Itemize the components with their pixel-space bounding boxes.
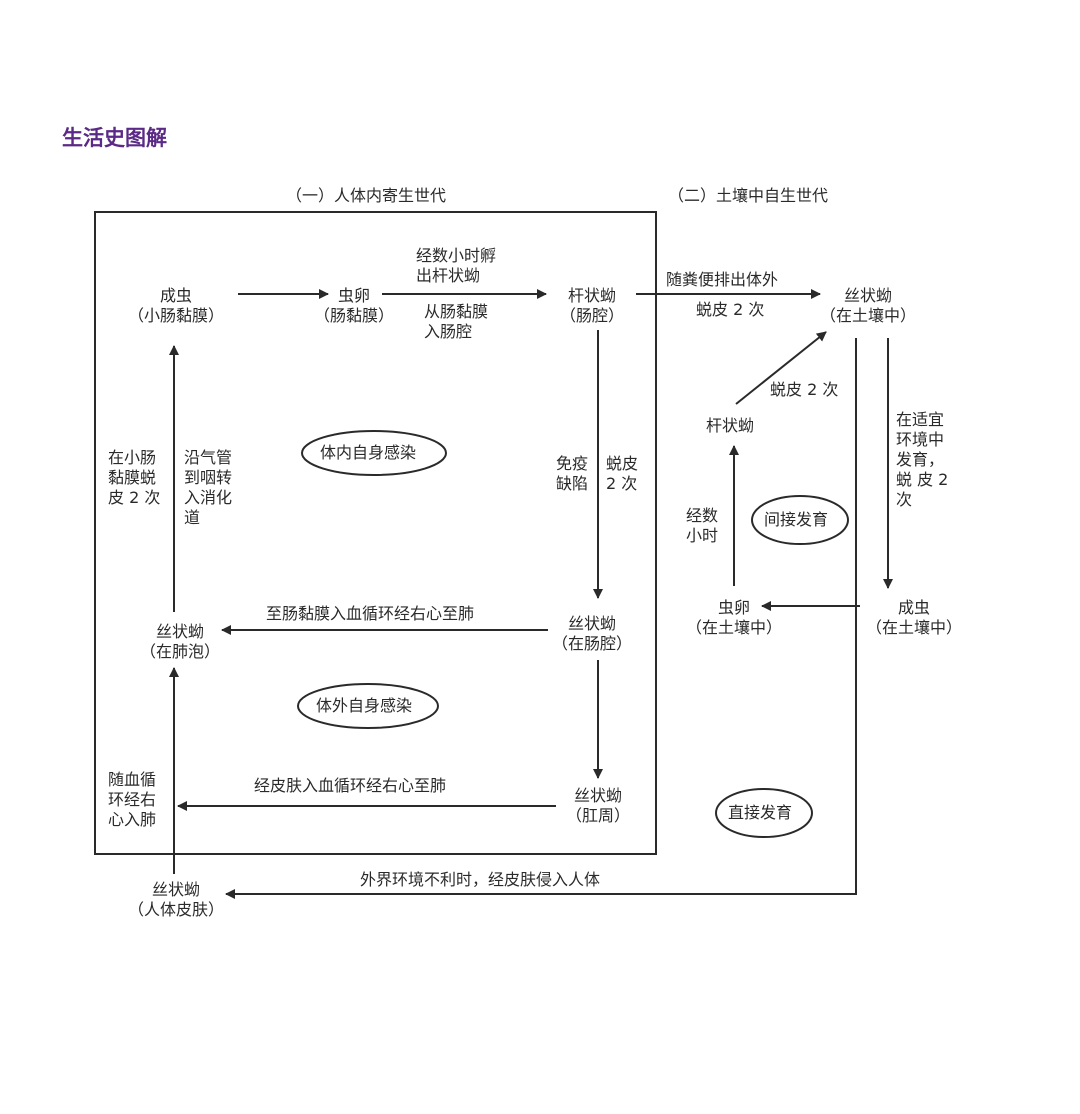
- oval-indirect: [751, 495, 849, 545]
- label-into-lumen: 从肠黏膜 入肠腔: [424, 302, 489, 341]
- label-blood-lung: 随血循 环经右 心入肺: [108, 770, 157, 829]
- label-immune: 免疫 缺陷: [556, 454, 589, 493]
- oval-external-auto: [297, 683, 439, 729]
- node-adult-soil: 成虫 （在土壤中）: [866, 598, 963, 637]
- oval-internal-auto: [301, 430, 447, 476]
- label-skin-invade: 外界环境不利时，经皮肤侵入人体: [360, 870, 601, 889]
- node-filariform-lumen: 丝状蚴 （在肠腔）: [552, 614, 633, 653]
- node-filariform-perianal: 丝状蚴 （肛周）: [566, 786, 631, 825]
- label-molt-twice-a: 蜕皮 2 次: [696, 300, 765, 319]
- node-filariform-skin: 丝状蚴 （人体皮肤）: [128, 880, 225, 919]
- arrow-soil-rhabditiform-to-filariform: [735, 331, 827, 405]
- label-skin-to-lung: 经皮肤入血循环经右心至肺: [254, 776, 447, 795]
- node-rhabditiform-soil: 杆状蚴: [706, 416, 755, 435]
- node-adult-intestine: 成虫 （小肠黏膜）: [128, 286, 225, 325]
- oval-direct-text: 直接发育: [728, 803, 793, 822]
- section-soil-heading: （二）土壤中自生世代: [668, 186, 829, 205]
- node-egg-mucosa: 虫卵 （肠黏膜）: [314, 286, 395, 325]
- label-lumen-to-lung: 至肠黏膜入血循环经右心至肺: [266, 604, 475, 623]
- node-filariform-alveoli: 丝状蚴 （在肺泡）: [140, 622, 221, 661]
- oval-indirect-text: 间接发育: [764, 510, 829, 529]
- label-excreted: 随粪便排出体外: [666, 270, 779, 289]
- page-title: 生活史图解: [62, 126, 167, 150]
- section-host-heading: （一）人体内寄生世代: [286, 186, 447, 205]
- label-hatch: 经数小时孵 出杆状蚴: [416, 246, 497, 285]
- oval-internal-auto-text: 体内自身感染: [320, 443, 417, 462]
- label-soil-develop: 在适宜 环境中 发育， 蜕 皮 2 次: [896, 410, 949, 509]
- node-rhabditiform-lumen: 杆状蚴 （肠腔）: [560, 286, 625, 325]
- label-molt-twice-b: 蜕皮 2 次: [770, 380, 839, 399]
- label-trachea: 沿气管 到咽转 入消化 道: [184, 448, 233, 527]
- label-molt-twice-c: 蜕皮 2 次: [606, 454, 639, 493]
- node-egg-soil: 虫卵 （在土壤中）: [686, 598, 783, 637]
- host-frame: [94, 211, 657, 855]
- oval-direct: [715, 788, 813, 838]
- label-molt-mucosa: 在小肠 黏膜蜕 皮 2 次: [108, 448, 161, 507]
- arrow-soil-to-skin: [225, 338, 857, 899]
- label-hours: 经数 小时: [686, 506, 719, 545]
- oval-external-auto-text: 体外自身感染: [316, 696, 413, 715]
- node-filariform-soil: 丝状蚴 （在土壤中）: [820, 286, 917, 325]
